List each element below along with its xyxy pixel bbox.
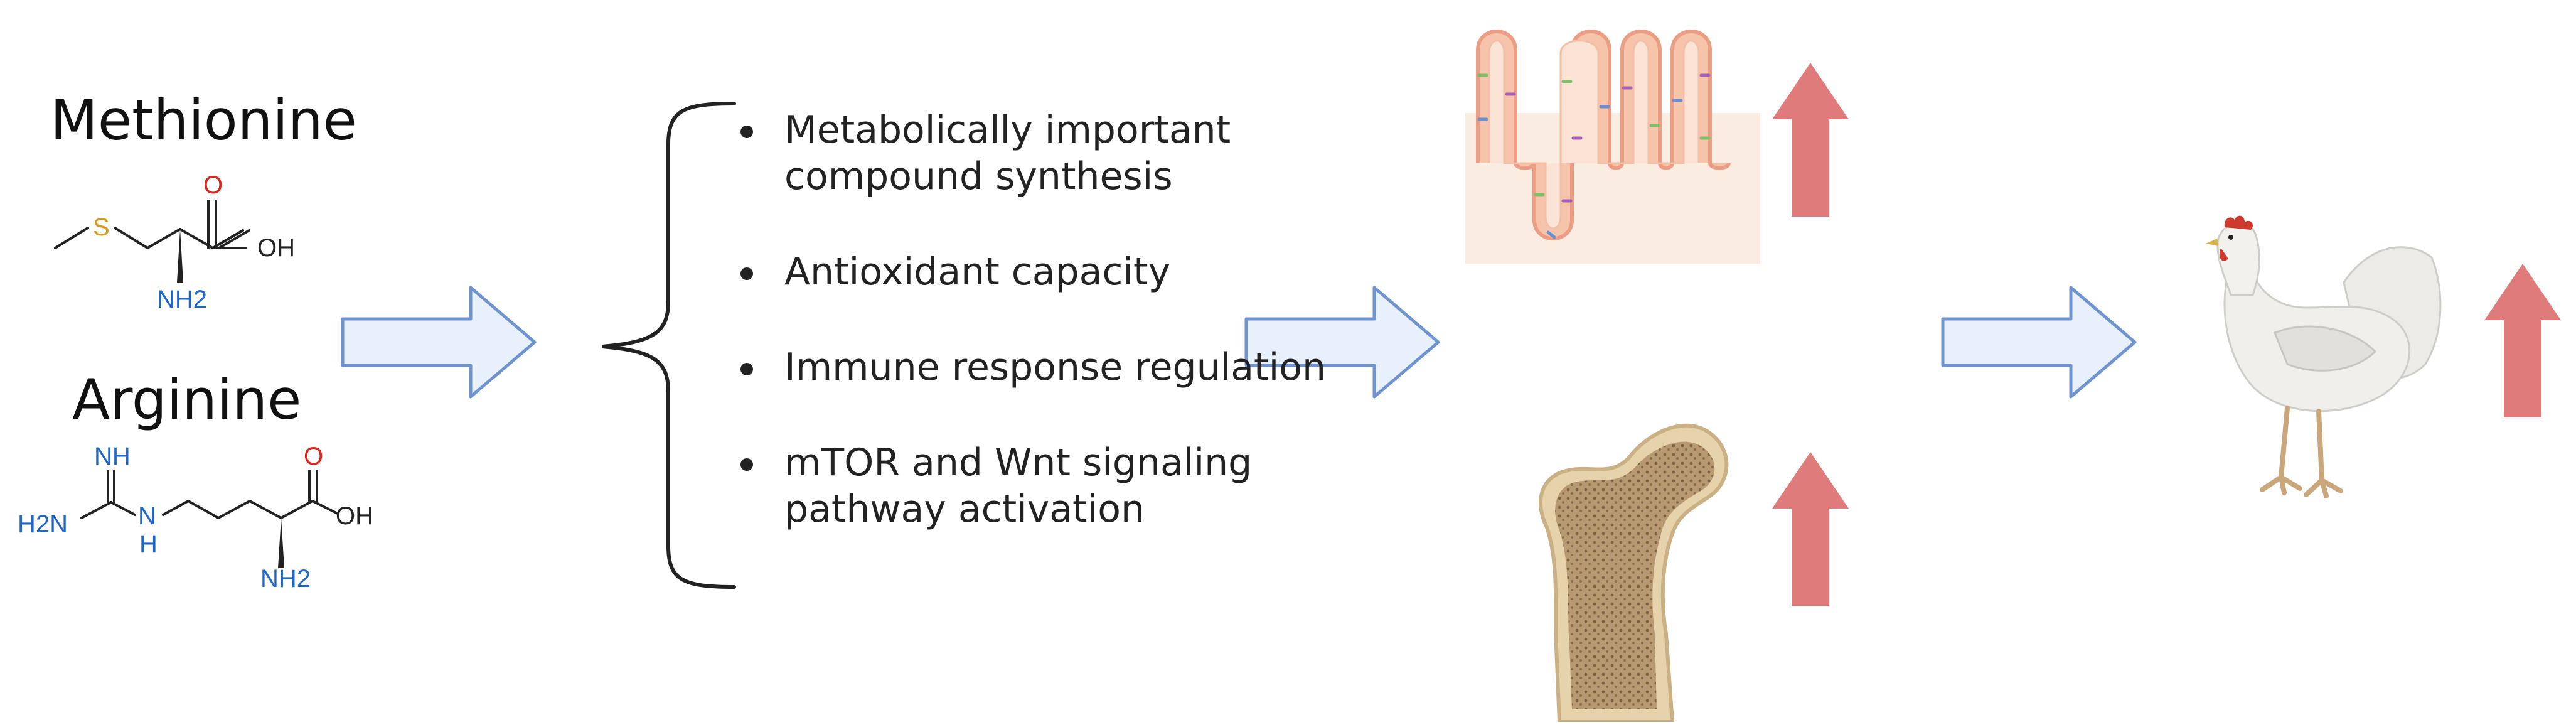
increase-arrow-villi	[1772, 63, 1849, 217]
hydroxyl-group: OH	[257, 234, 295, 262]
oxygen-atom: O	[304, 443, 323, 470]
amine-group: H2N	[18, 510, 68, 538]
sulfur-atom: S	[93, 213, 110, 241]
methionine-label: Methionine	[50, 88, 357, 153]
list-item-text: Immune response regulation	[784, 345, 1326, 389]
list-item: mTOR and Wnt signaling pathway activatio…	[740, 439, 1343, 532]
flow-arrow-1	[341, 286, 537, 399]
nitrogen-atom: N	[138, 502, 156, 530]
hen-icon	[2206, 215, 2442, 498]
flow-arrow-3	[1941, 286, 2137, 399]
list-item-text: Antioxidant capacity	[784, 250, 1171, 294]
amino-group: NH2	[260, 565, 311, 593]
amino-group: NH2	[157, 286, 207, 313]
curly-brace	[602, 102, 736, 589]
flow-arrow-2	[1244, 286, 1440, 399]
list-item: Metabolically important compound synthes…	[740, 107, 1343, 200]
oxygen-atom: O	[203, 171, 223, 199]
increase-arrow-bone	[1772, 452, 1849, 606]
bullet-dot	[740, 363, 753, 375]
bullet-dot	[740, 126, 753, 138]
effects-list: Metabolically important compound synthes…	[740, 107, 1343, 581]
bullet-dot	[740, 267, 753, 280]
hydroxyl-group: OH	[336, 502, 373, 530]
increase-arrow-hen	[2484, 264, 2561, 417]
list-item: Immune response regulation	[740, 344, 1343, 390]
hydrogen-atom: H	[139, 530, 158, 558]
intestinal-villi-icon	[1465, 30, 1760, 264]
arginine-label: Arginine	[72, 367, 302, 432]
femur-bone-icon	[1539, 423, 1729, 722]
list-item-text: Metabolically important compound synthes…	[784, 108, 1231, 198]
bullet-dot	[740, 458, 753, 471]
imine-group: NH	[94, 443, 131, 470]
list-item-text: mTOR and Wnt signaling pathway activatio…	[784, 441, 1253, 531]
list-item: Antioxidant capacity	[740, 249, 1343, 295]
arginine-structure: NH H2N N H O OH NH2	[18, 443, 373, 593]
methionine-structure: S O OH NH2	[54, 171, 295, 313]
